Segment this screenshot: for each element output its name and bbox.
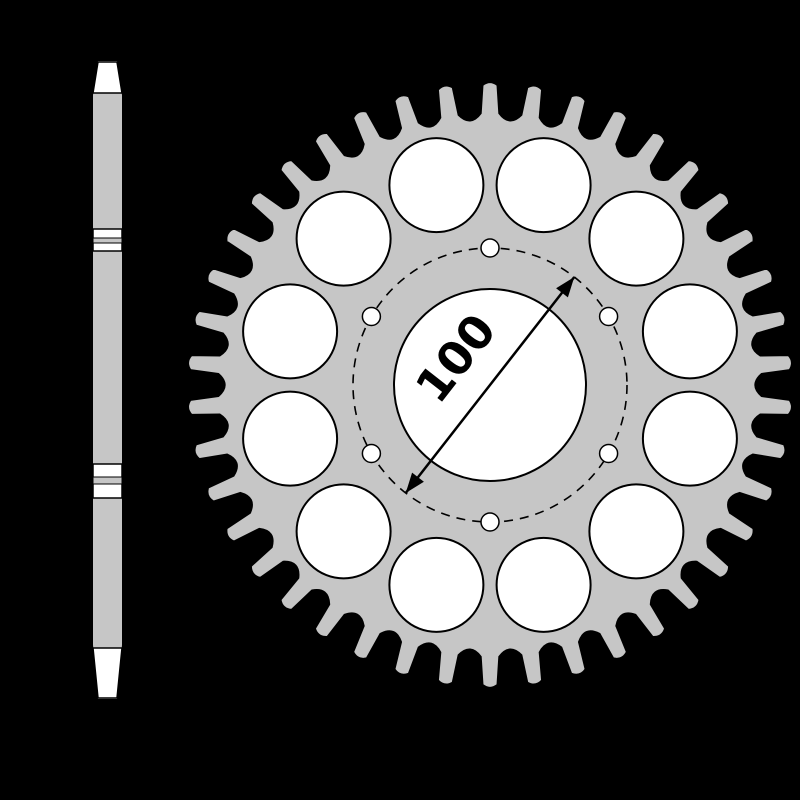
lightening-hole: [295, 190, 392, 287]
bolt-hole: [480, 238, 500, 258]
dimension-arrowhead: [405, 472, 424, 493]
lightening-hole: [295, 483, 392, 580]
lightening-hole: [242, 390, 339, 487]
dimension-arrow-line: [404, 276, 576, 494]
lightening-hole: [388, 137, 485, 234]
sprocket-front-view: [186, 80, 794, 690]
side-cap-top: [92, 61, 123, 94]
bolt-hole: [480, 512, 500, 532]
lightening-hole: [388, 536, 485, 633]
side-cap-bottom: [92, 647, 123, 699]
lightening-hole: [495, 536, 592, 633]
side-groove-ridge: [92, 237, 123, 244]
lightening-hole: [495, 137, 592, 234]
side-groove-ridge: [92, 476, 123, 485]
bolt-hole: [361, 443, 382, 464]
bolt-hole: [598, 443, 619, 464]
side-profile-body: [91, 59, 124, 701]
sprocket-side-view: [91, 59, 124, 701]
lightening-hole: [242, 283, 339, 380]
bolt-hole: [361, 306, 382, 327]
bolt-hole: [598, 306, 619, 327]
lightening-hole: [641, 390, 738, 487]
lightening-hole: [641, 283, 738, 380]
lightening-hole: [588, 483, 685, 580]
dimension-arrowhead: [556, 277, 575, 298]
lightening-hole: [588, 190, 685, 287]
